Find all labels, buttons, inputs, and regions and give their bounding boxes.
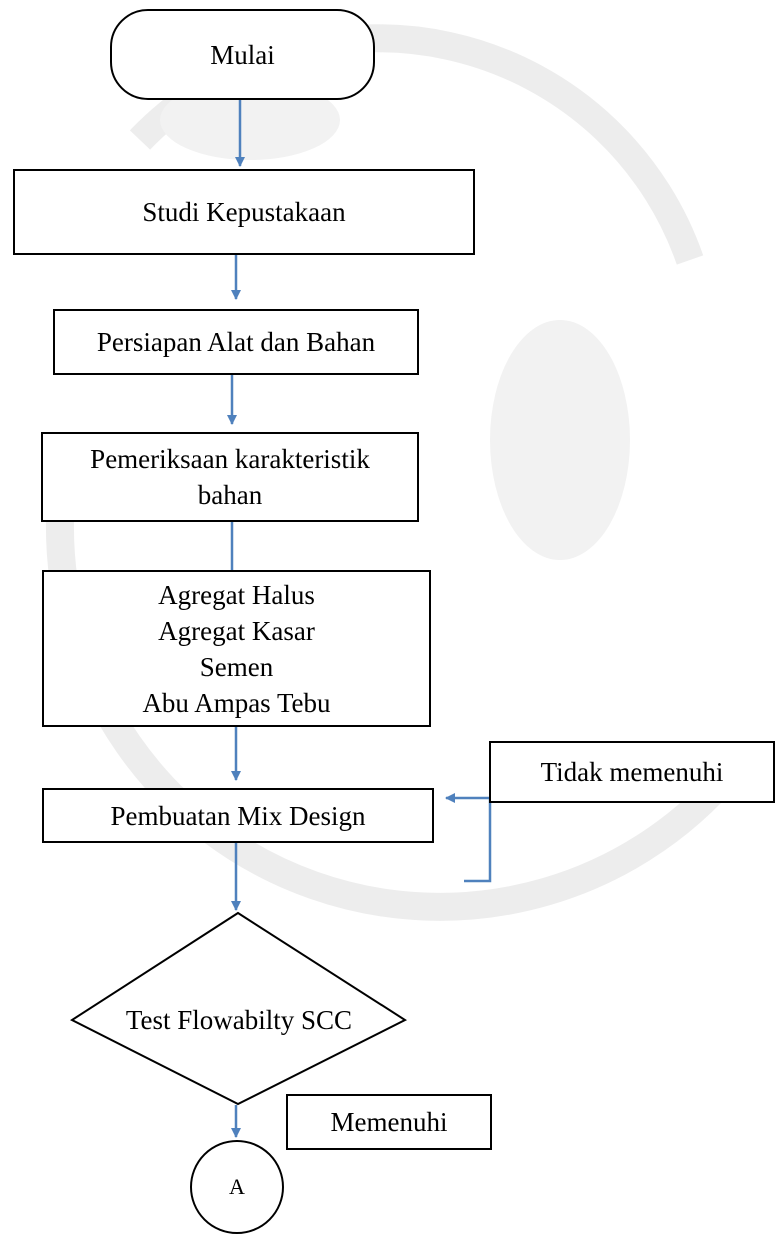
tidak-memenuhi-text: Tidak memenuhi (540, 757, 724, 787)
decision-label: Test Flowabilty SCC (125, 1005, 353, 1035)
label-memenuhi: Memenuhi (286, 1094, 492, 1150)
material-item: Agregat Halus (158, 579, 315, 610)
label-tidak-memenuhi: Tidak memenuhi (489, 741, 775, 803)
studi-label: Studi Kepustakaan (142, 197, 346, 227)
pemeriksaan-line-2: bahan (197, 480, 263, 510)
pemeriksaan-line-1: Pemeriksaan karakteristik (90, 444, 370, 474)
process-persiapan: Persiapan Alat dan Bahan (53, 309, 419, 375)
start-label: Mulai (210, 39, 275, 70)
connector-a: A (190, 1140, 284, 1234)
decision-diamond (69, 911, 408, 1106)
start-terminal: Mulai (110, 9, 375, 100)
process-studi-kepustakaan: Studi Kepustakaan (13, 169, 475, 255)
persiapan-label: Persiapan Alat dan Bahan (96, 327, 376, 357)
material-item: Abu Ampas Tebu (142, 687, 331, 718)
material-item: Semen (199, 651, 274, 682)
arrow-decision-loop-back (445, 793, 492, 883)
process-mix-design: Pembuatan Mix Design (42, 788, 434, 843)
process-pemeriksaan: Pemeriksaan karakteristik bahan (41, 432, 419, 522)
memenuhi-text: Memenuhi (330, 1107, 448, 1137)
mix-design-label: Pembuatan Mix Design (110, 800, 366, 831)
materials-box: Agregat Halus Agregat Kasar Semen Abu Am… (42, 570, 431, 727)
material-item: Agregat Kasar (158, 615, 315, 646)
connector-label: A (229, 1174, 245, 1199)
